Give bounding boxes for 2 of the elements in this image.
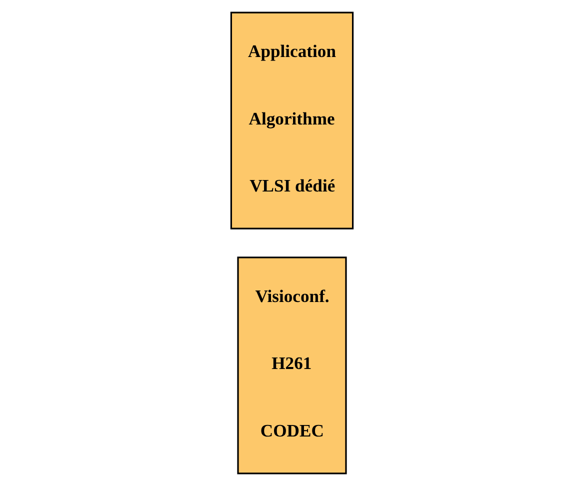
node-box: Application Algorithme VLSI dédié: [230, 12, 354, 230]
node-box: Visioconf. H261 CODEC: [236, 256, 346, 474]
